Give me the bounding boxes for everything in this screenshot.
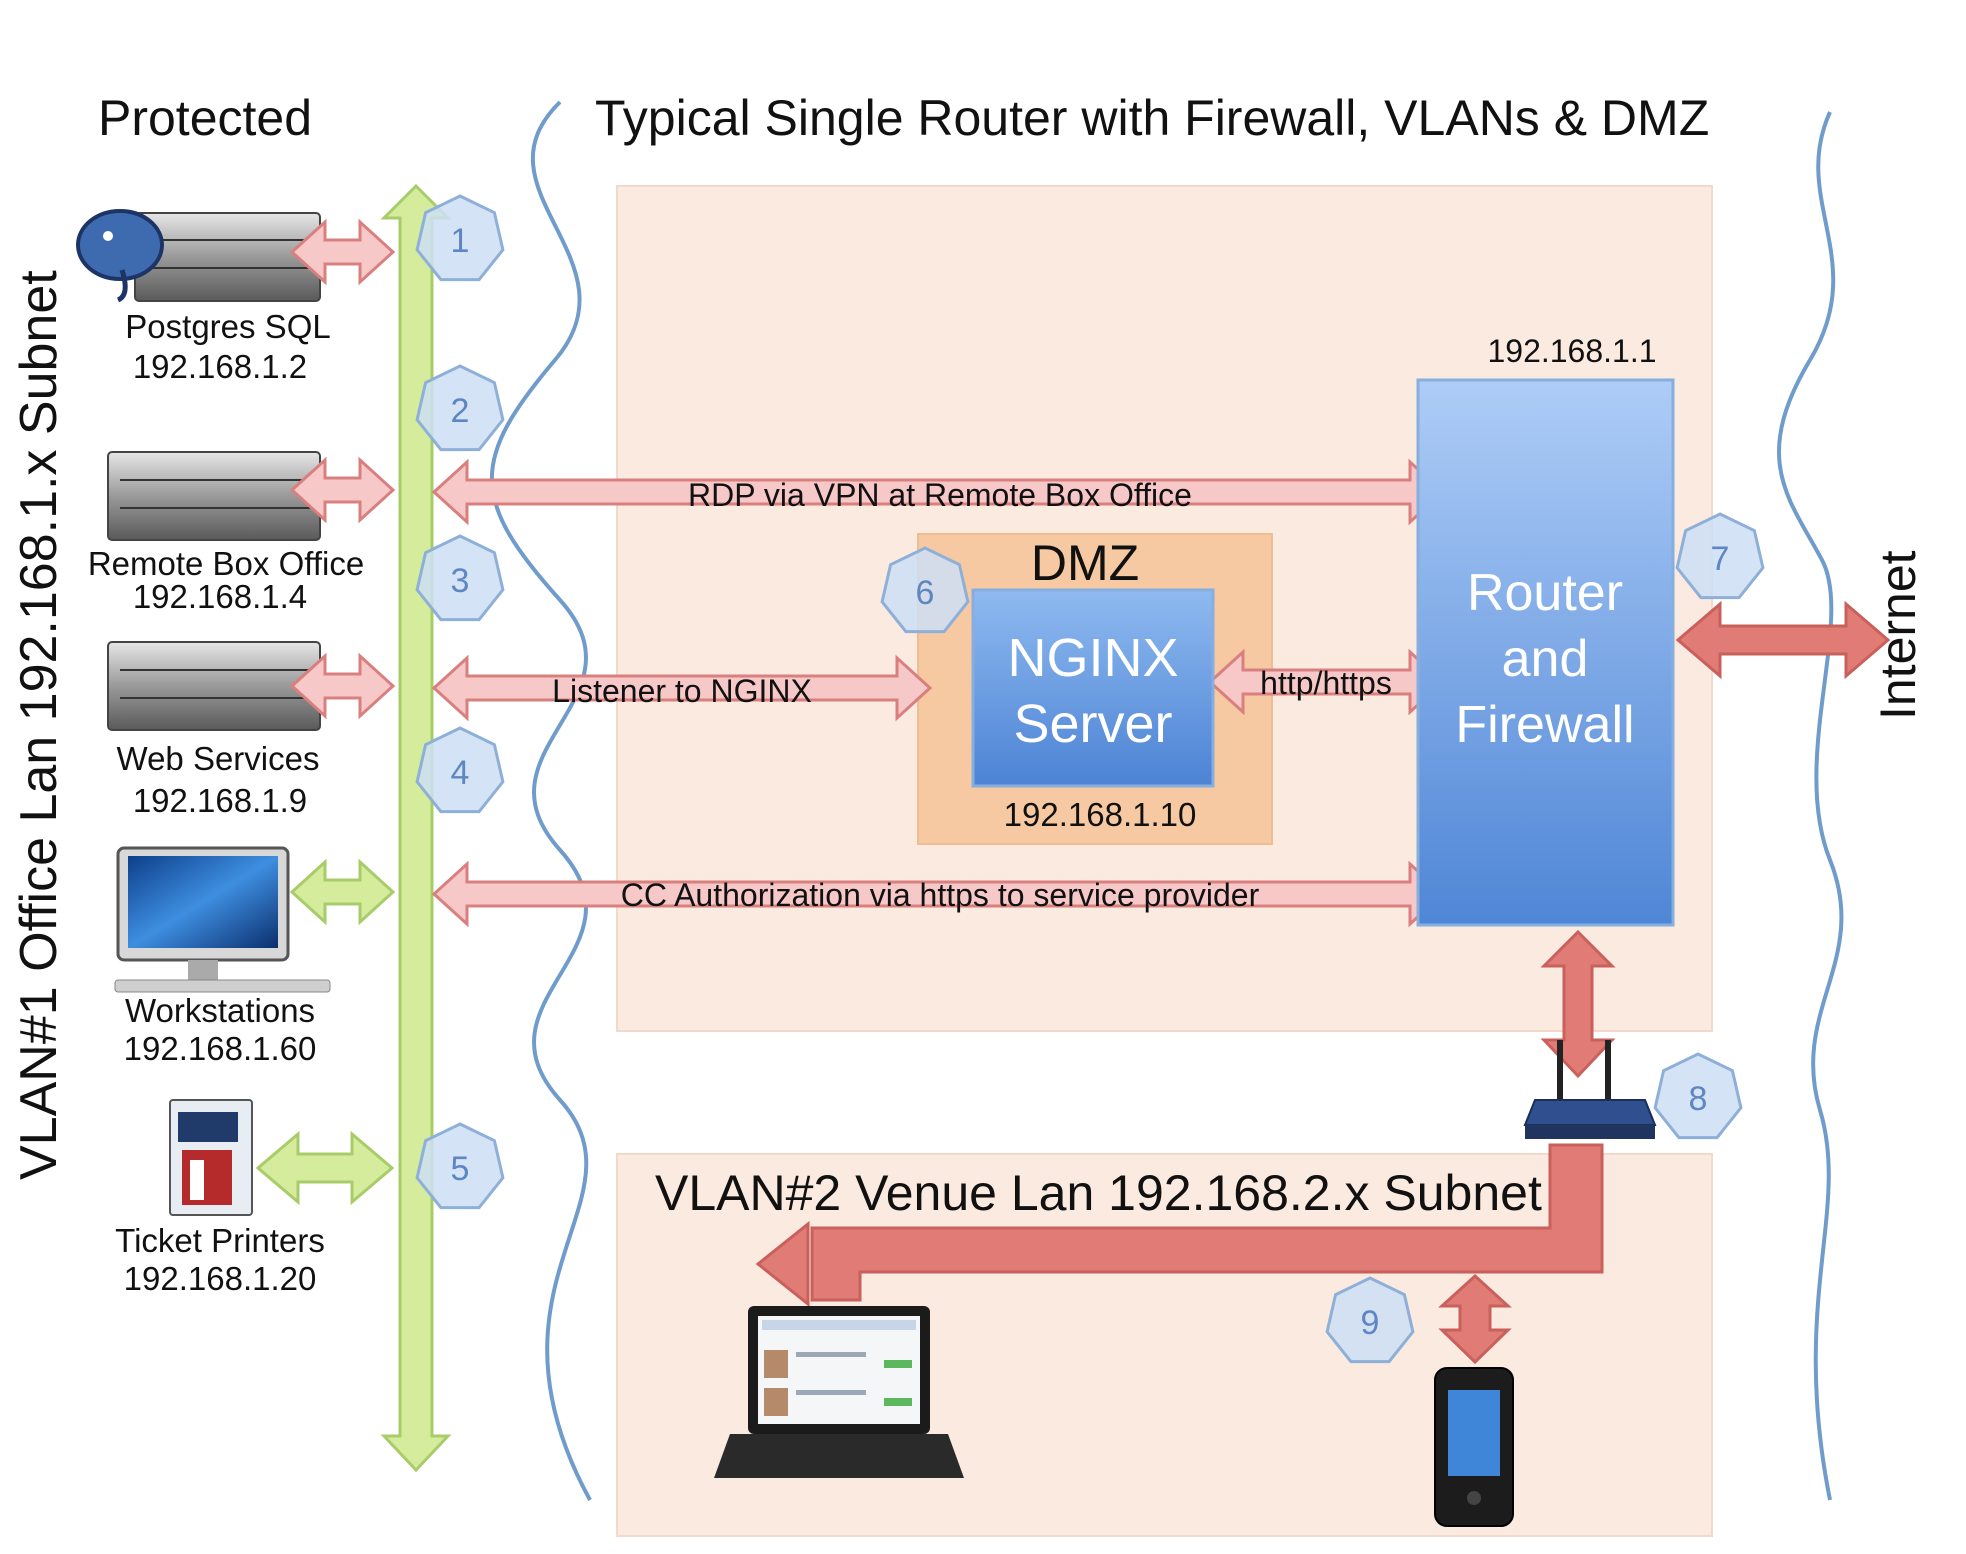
step-badge-number-9: 9 bbox=[1361, 1304, 1380, 1342]
ticket-printer-icon bbox=[169, 1099, 253, 1216]
web-services-name: Web Services bbox=[117, 740, 320, 777]
step-badge-1 bbox=[415, 194, 505, 282]
web-services-ip: 192.168.1.9 bbox=[133, 782, 307, 819]
router-label-line1: Router bbox=[1467, 564, 1623, 622]
handheld-device-icon bbox=[1434, 1367, 1514, 1527]
step-badge-6 bbox=[880, 546, 970, 634]
web-services-link-arrow bbox=[289, 652, 396, 720]
web-services-server-icon bbox=[107, 641, 321, 731]
step-badge-5 bbox=[415, 1122, 505, 1210]
vlan1-label: VLAN#1 Office Lan 192.168.1.x Subnet bbox=[10, 270, 68, 1180]
step-badge-8 bbox=[1653, 1052, 1743, 1140]
cc-authorization-label: CC Authorization via https to service pr… bbox=[621, 877, 1260, 913]
remote-box-office-link-arrow bbox=[289, 456, 396, 524]
remote-box-office-server-icon bbox=[107, 451, 321, 541]
step-badge-number-7: 7 bbox=[1711, 540, 1730, 578]
left-wave-separator bbox=[489, 100, 592, 1501]
http-https-label: http/https bbox=[1260, 665, 1392, 701]
postgres-server-icon bbox=[76, 209, 321, 303]
listener-nginx-arrow bbox=[431, 654, 933, 722]
step-badge-number-5: 5 bbox=[451, 1150, 470, 1188]
ticket-printers-name: Ticket Printers bbox=[115, 1222, 325, 1259]
router-label-line3: Firewall bbox=[1455, 696, 1634, 754]
nginx-server-box bbox=[971, 588, 1215, 788]
vlan2-label: VLAN#2 Venue Lan 192.168.2.x Subnet bbox=[655, 1165, 1542, 1221]
step-badge-number-4: 4 bbox=[451, 754, 470, 792]
router-ip: 192.168.1.1 bbox=[1487, 333, 1656, 369]
step-badge-number-3: 3 bbox=[451, 562, 470, 600]
wireless-router-icon bbox=[1523, 1040, 1657, 1139]
postgres-link-arrow bbox=[289, 218, 396, 286]
postgres-ip: 192.168.1.2 bbox=[133, 348, 307, 385]
workstation-monitor-icon bbox=[114, 846, 331, 993]
dmz-label: DMZ bbox=[1031, 535, 1139, 591]
diagram-title: Typical Single Router with Firewall, VLA… bbox=[595, 90, 1709, 146]
workstations-link-arrow bbox=[289, 858, 396, 926]
nginx-label-line1: NGINX bbox=[1007, 628, 1178, 688]
right-wave-separator bbox=[1776, 111, 1844, 1501]
laptop-icon bbox=[714, 1306, 964, 1478]
router-label-line2: and bbox=[1502, 630, 1589, 688]
router-firewall-box bbox=[1416, 378, 1675, 927]
ticket-printers-ip: 192.168.1.20 bbox=[124, 1260, 317, 1297]
internet-link-arrow bbox=[1675, 600, 1891, 680]
postgres-name: Postgres SQL bbox=[125, 308, 330, 345]
step-badge-4 bbox=[415, 726, 505, 814]
nginx-label-line2: Server bbox=[1013, 694, 1172, 754]
step-badge-number-6: 6 bbox=[916, 574, 935, 612]
step-badge-3 bbox=[415, 534, 505, 622]
nginx-ip: 192.168.1.10 bbox=[1004, 796, 1197, 833]
remote-box-office-ip: 192.168.1.4 bbox=[133, 578, 307, 615]
step-badge-9 bbox=[1325, 1276, 1415, 1364]
step-badge-number-8: 8 bbox=[1689, 1080, 1708, 1118]
remote-box-office-name: Remote Box Office bbox=[88, 545, 364, 582]
vlan2-distribution-arrow bbox=[810, 1143, 1604, 1302]
listener-nginx-label: Listener to NGINX bbox=[552, 673, 812, 709]
handheld-link-arrow bbox=[1438, 1273, 1512, 1365]
step-badge-number-1: 1 bbox=[451, 222, 470, 260]
rdp-vpn-label: RDP via VPN at Remote Box Office bbox=[688, 477, 1192, 513]
ticket-printers-link-arrow bbox=[255, 1130, 395, 1206]
vlan2-distribution-arrowhead bbox=[755, 1220, 810, 1308]
workstations-ip: 192.168.1.60 bbox=[124, 1030, 317, 1067]
protected-label: Protected bbox=[98, 90, 312, 146]
step-badge-number-2: 2 bbox=[451, 392, 470, 430]
step-badge-2 bbox=[415, 364, 505, 452]
workstations-name: Workstations bbox=[125, 992, 315, 1029]
step-badge-7 bbox=[1675, 512, 1765, 600]
